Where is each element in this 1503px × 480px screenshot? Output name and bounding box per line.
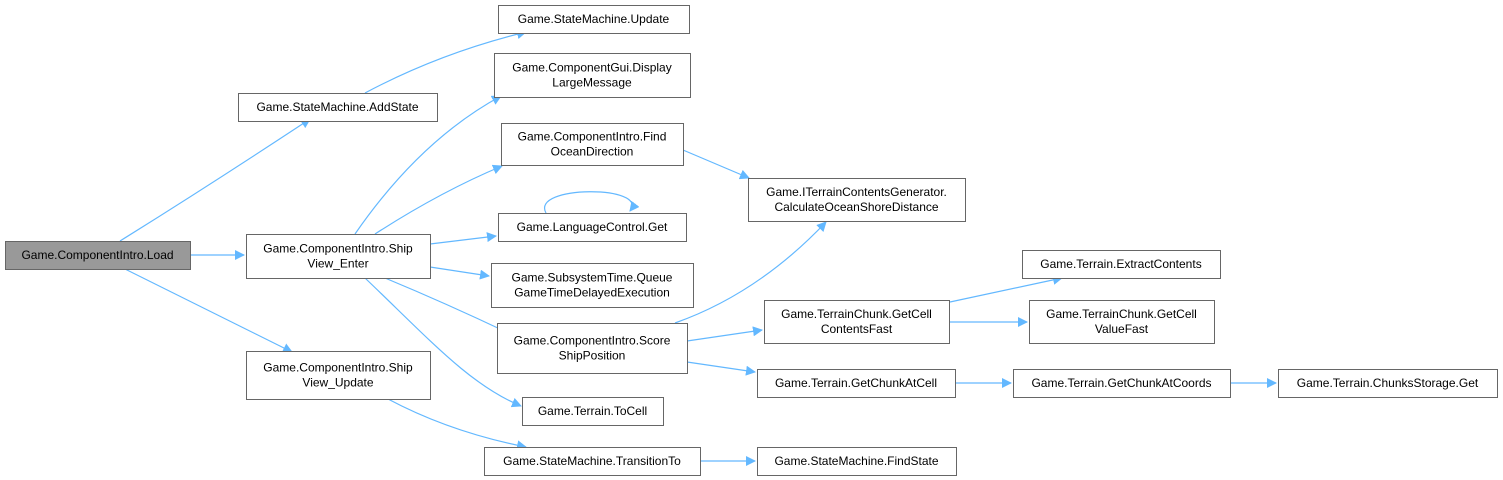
edge-enter-to-findocean <box>374 164 503 235</box>
node-transition[interactable]: Game.StateMachine.TransitionTo <box>484 447 701 476</box>
node-smupdate[interactable]: Game.StateMachine.Update <box>498 5 690 34</box>
node-label: Game.ComponentIntro.Ship <box>263 242 413 256</box>
node-box <box>748 178 966 222</box>
node-box <box>757 369 956 398</box>
node-load[interactable]: Game.ComponentIntro.Load <box>5 241 191 270</box>
node-box <box>498 5 690 34</box>
node-box <box>5 241 191 270</box>
node-label: Game.Terrain.ChunksStorage.Get <box>1297 376 1479 390</box>
node-box <box>1013 369 1231 398</box>
edge-addstate-to-smupdate <box>364 29 527 94</box>
node-box <box>522 397 664 426</box>
node-label: Game.ComponentIntro.Score <box>514 334 671 348</box>
node-extract[interactable]: Game.Terrain.ExtractContents <box>1022 250 1221 279</box>
node-coords[interactable]: Game.Terrain.GetChunkAtCoords <box>1013 369 1231 398</box>
node-label: View_Enter <box>307 257 368 271</box>
edge-score-to-calc <box>674 221 827 324</box>
node-box <box>757 447 957 476</box>
node-box <box>1029 300 1215 344</box>
node-label: Game.Terrain.ToCell <box>538 404 647 418</box>
node-label: ContentsFast <box>821 322 893 336</box>
node-label: Game.ITerrainContentsGenerator. <box>766 185 947 199</box>
node-box <box>494 53 691 98</box>
node-box <box>501 123 684 166</box>
node-box <box>1278 369 1498 398</box>
node-box <box>497 323 688 374</box>
node-label: Game.LanguageControl.Get <box>517 220 668 234</box>
node-label: CalculateOceanShoreDistance <box>774 200 938 214</box>
node-storage[interactable]: Game.Terrain.ChunksStorage.Get <box>1278 369 1498 398</box>
edge-load-to-update <box>124 268 293 353</box>
node-chunkcell[interactable]: Game.Terrain.GetChunkAtCell <box>757 369 956 398</box>
edge-contents-to-extract <box>949 274 1063 303</box>
node-findstate[interactable]: Game.StateMachine.FindState <box>757 447 957 476</box>
edge-load-to-addstate <box>119 118 311 242</box>
node-label: Game.ComponentIntro.Ship <box>263 361 413 375</box>
edge-findocean-to-calc <box>682 149 750 180</box>
edge-enter-to-langget <box>429 232 497 245</box>
edge-score-to-chunkcell <box>686 361 756 376</box>
node-label: Game.ComponentIntro.Find <box>518 130 667 144</box>
node-label: ShipPosition <box>559 349 626 363</box>
node-label: Game.StateMachine.TransitionTo <box>503 454 681 468</box>
edge-langget-to-langget <box>543 191 640 214</box>
node-label: Game.Terrain.GetChunkAtCoords <box>1031 376 1211 390</box>
node-box <box>1022 250 1221 279</box>
node-box <box>498 213 687 242</box>
node-label: Game.ComponentGui.Display <box>512 61 671 75</box>
node-label: ValueFast <box>1095 322 1149 336</box>
node-label: LargeMessage <box>552 76 632 90</box>
node-label: Game.TerrainChunk.GetCell <box>781 307 932 321</box>
edge-update-to-transition <box>387 398 527 451</box>
edge-score-to-contents <box>686 326 763 342</box>
node-label: OceanDirection <box>551 145 634 159</box>
node-tocell[interactable]: Game.Terrain.ToCell <box>522 397 664 426</box>
node-label: Game.TerrainChunk.GetCell <box>1046 307 1197 321</box>
node-box <box>491 263 694 308</box>
node-box <box>484 447 701 476</box>
node-box <box>238 93 438 122</box>
node-box <box>246 234 431 279</box>
node-label: GameTimeDelayedExecution <box>514 286 670 300</box>
node-label: View_Update <box>302 376 373 390</box>
node-subsys[interactable]: Game.SubsystemTime.QueueGameTimeDelayedE… <box>491 263 694 308</box>
node-box <box>246 351 431 400</box>
node-label: Game.Terrain.GetChunkAtCell <box>775 376 937 390</box>
node-label: Game.StateMachine.AddState <box>256 100 418 114</box>
node-box <box>764 300 950 344</box>
edge-enter-to-tocell <box>364 277 522 408</box>
node-label: Game.StateMachine.Update <box>518 12 670 26</box>
node-label: Game.SubsystemTime.Queue <box>512 271 673 285</box>
node-label: Game.ComponentIntro.Load <box>21 248 173 262</box>
edge-enter-to-subsys <box>429 266 490 280</box>
node-label: Game.Terrain.ExtractContents <box>1040 257 1201 271</box>
edge-enter-to-display <box>354 95 502 235</box>
node-calc[interactable]: Game.ITerrainContentsGenerator.Calculate… <box>748 178 966 222</box>
node-label: Game.StateMachine.FindState <box>774 454 938 468</box>
node-addstate[interactable]: Game.StateMachine.AddState <box>238 93 438 122</box>
node-langget[interactable]: Game.LanguageControl.Get <box>498 213 687 242</box>
